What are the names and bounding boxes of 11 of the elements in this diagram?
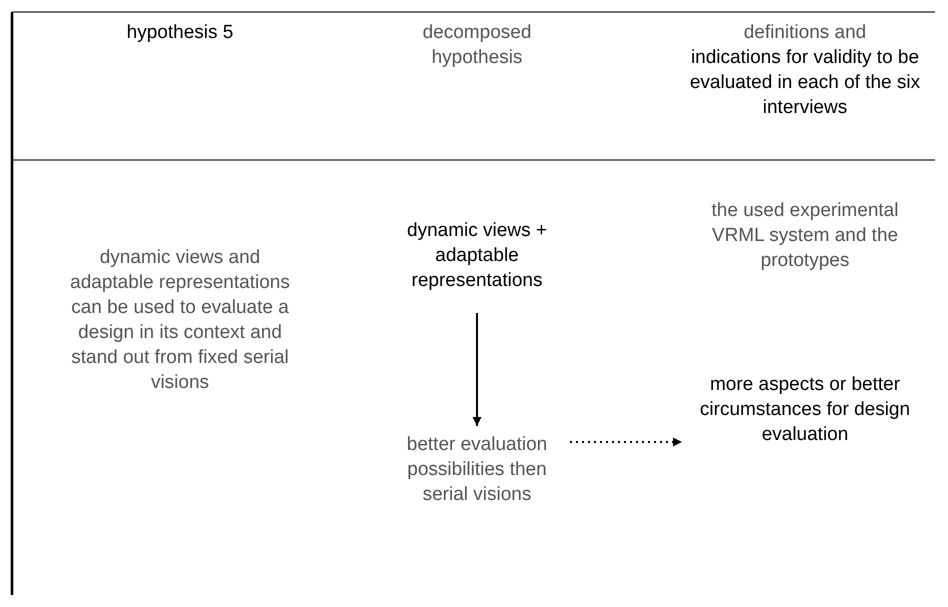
column-heading: hypothesis 5 — [126, 21, 234, 45]
statement-text: better evaluation possibilities then serial visions — [392, 432, 562, 507]
column-heading: definitions and — [742, 21, 868, 45]
column-heading: indications for validity to be evaluated in each of the six interviews — [688, 46, 922, 120]
statement-text: more aspects or better circumstances for design evaluation — [690, 372, 920, 447]
arrow — [570, 438, 682, 446]
arrow — [472, 313, 482, 426]
column-heading: decomposed hypothesis — [422, 21, 532, 70]
hypothesis-text: dynamic views and adaptable representations can be used to evaluate a design in its context and stand out from fixed serial visions — [69, 246, 291, 395]
definition-text: the used experimental VRML system and the prototypes — [710, 199, 900, 273]
statement-text: dynamic views + adaptable representations — [402, 218, 552, 313]
